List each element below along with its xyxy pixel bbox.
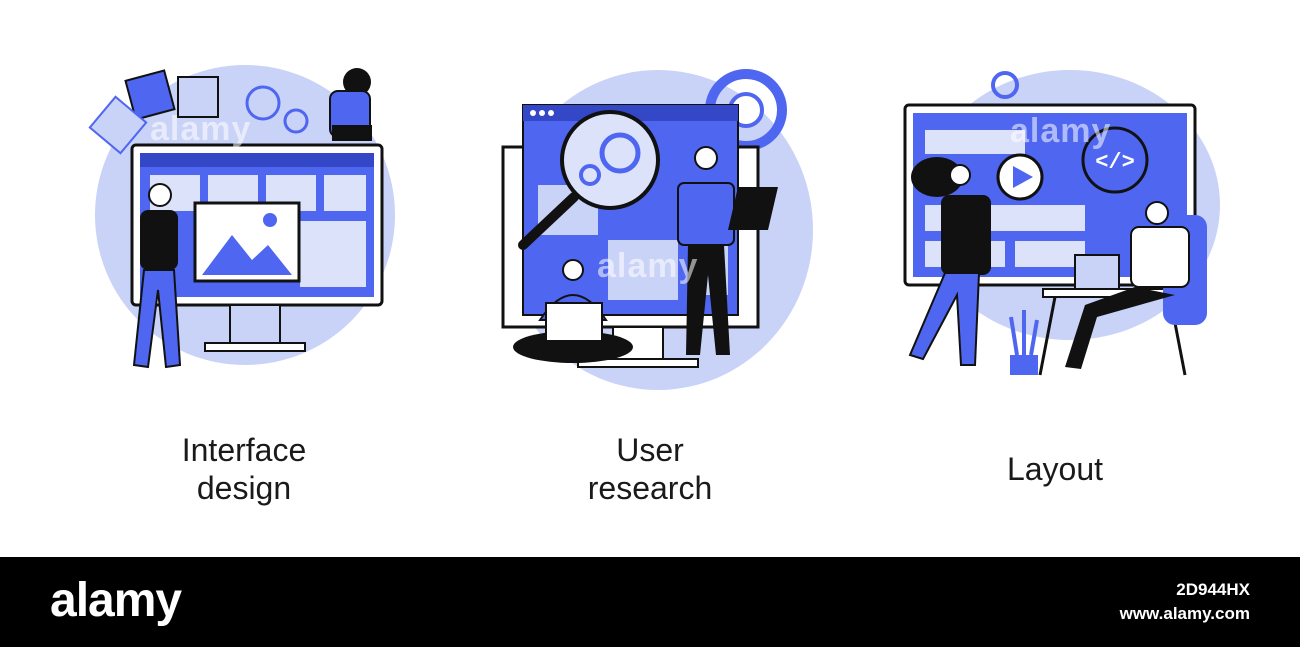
image-info: 2D944HX www.alamy.com <box>1120 578 1250 626</box>
caption-line: design <box>196 470 292 506</box>
layout-icon: </> <box>903 70 1220 376</box>
caption-line: Interface <box>181 432 307 468</box>
caption-interface-design: Interface design <box>94 431 394 507</box>
svg-text:</>: </> <box>1095 150 1135 175</box>
interface-design-illustration <box>70 55 430 395</box>
user-research-icon <box>501 69 813 390</box>
caption-user-research: User research <box>500 431 800 507</box>
stock-image-canvas: </> alamy alamy alamy <box>70 55 1245 507</box>
caption-line: Layout <box>1006 451 1104 487</box>
user-research-illustration <box>478 55 838 395</box>
caption-layout: Layout <box>905 450 1205 488</box>
caption-line: research <box>587 470 713 506</box>
interface-design-icon <box>88 65 395 369</box>
footer-bar: alamy 2D944HX www.alamy.com <box>0 557 1300 647</box>
site-url-text: www.alamy.com <box>1119 604 1250 623</box>
caption-line: User <box>616 432 684 468</box>
layout-illustration: </> <box>885 55 1245 395</box>
image-id-text: 2D944HX <box>1176 580 1250 599</box>
brand-logo: alamy <box>50 574 182 627</box>
